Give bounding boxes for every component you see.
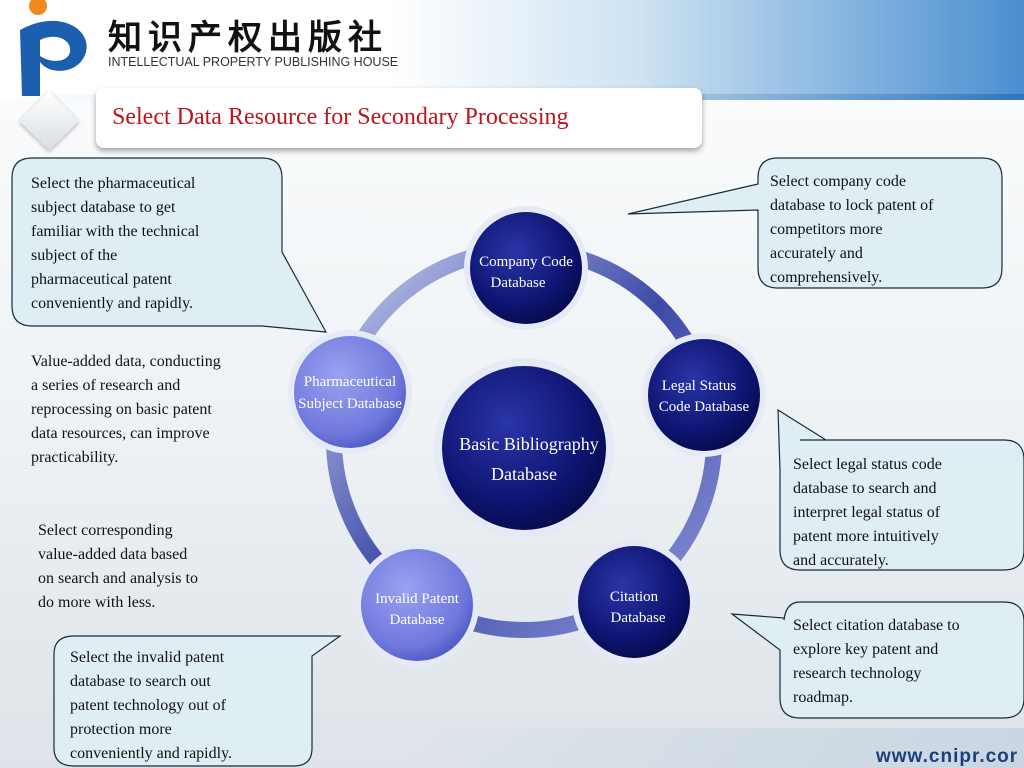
note-value-added-line: Value-added data, conducting [31,353,221,370]
callout-invalid-line: Select the invalid patent [70,649,225,666]
callout-pharma-line: Select the pharmaceutical [31,175,196,192]
svg-text:Database: Database [611,610,666,626]
legal-label-line1: Legal Status [662,378,737,394]
note-select-line: Select corresponding [38,522,173,539]
org-name-en: INTELLECTUAL PROPERTY PUBLISHING HOUSE [108,55,399,69]
node-citation-database [572,540,696,664]
center-label-line1: Basic Bibliography [459,434,598,454]
svg-text:Legal Status: Legal Status [662,378,737,394]
callout-citation-line: Select citation database to [793,617,960,634]
note-value-added: Value-added data, conducting a series of… [31,350,281,470]
callout-invalid-line: conveniently and rapidly. [70,745,233,762]
callout-bubble-citation [729,601,1024,719]
node-company-code-database [464,206,588,330]
svg-text:Database: Database [491,464,557,484]
org-name-cn: 知识产权出版社 [108,20,388,57]
callout-text-citation: Select citation database to explore key … [793,614,1021,710]
callout-text-legal: Select legal status code database to sea… [793,453,1021,573]
callout-legal-line: interpret legal status of [793,504,941,521]
legal-label-line2: Code Database [659,399,750,415]
callout-text-pharma: Select the pharmaceutical subject databa… [31,172,279,316]
callout-text-invalid: Select the invalid patent database to se… [70,646,310,766]
note-value-added-line: practicability. [31,449,119,466]
citation-label-line1: Citation [610,589,659,605]
callout-invalid-line: database to search out [70,673,211,690]
node-basic-bibliography-database [434,358,614,538]
callout-company-line: comprehensively. [770,269,883,286]
node-legal-status-code-database [642,333,766,457]
citation-label-line2: Database [611,610,666,626]
callout-legal-line: patent more intuitively [793,528,939,545]
svg-text:Invalid Patent: Invalid Patent [375,591,460,607]
logo-icon [20,0,87,97]
svg-text:Pharmaceutical: Pharmaceutical [304,374,396,390]
callout-bubble-legal [777,408,1024,571]
footer-url: www.cnipr.cor [876,746,1019,767]
note-select-line: do more with less. [38,594,156,611]
callout-pharma-line: familiar with the technical [31,223,200,240]
callout-bubble-company [627,157,1003,289]
callout-text-company: Select company code database to lock pat… [770,170,1000,290]
callout-legal-line: and accurately. [793,552,889,569]
svg-text:Company Code: Company Code [479,254,573,270]
callout-bubble-pharma [11,157,328,333]
callout-citation-line: explore key patent and [793,641,939,658]
callout-company-line: Select company code [770,173,906,190]
center-label-line2: Database [491,464,557,484]
svg-text:Code Database: Code Database [659,399,750,415]
svg-text:Subject Database: Subject Database [298,396,402,412]
note-select-line: on search and analysis to [38,570,198,587]
callout-legal-line: Select legal status code [793,456,942,473]
callout-company-line: competitors more [770,221,883,238]
svg-text:Basic Bibliography: Basic Bibliography [459,434,598,454]
callout-invalid-line: protection more [70,721,172,738]
callout-invalid-line: patent technology out of [70,697,226,714]
note-select-corresponding: Select corresponding value-added data ba… [38,519,258,615]
svg-text:Citation: Citation [610,589,659,605]
svg-text:Database: Database [390,612,445,628]
title-box: Select Data Resource for Secondary Proce… [96,88,702,148]
callout-bubble-invalid [53,635,342,767]
callout-pharma-line: subject of the [31,247,118,264]
company-label-line2: Database [491,275,546,291]
svg-text:Database: Database [491,275,546,291]
invalid-label-line2: Database [390,612,445,628]
slide-title: Select Data Resource for Secondary Proce… [112,104,569,130]
pharma-label-line2: Subject Database [298,396,402,412]
callout-pharma-line: subject database to get [31,199,176,216]
callout-company-line: database to lock patent of [770,197,934,214]
note-select-line: value-added data based [38,546,188,563]
company-label-line1: Company Code [479,254,573,270]
pharma-label-line1: Pharmaceutical [304,374,396,390]
callout-legal-line: database to search and [793,480,937,497]
node-pharmaceutical-subject-database [288,330,412,454]
note-value-added-line: a series of research and [31,377,181,394]
callout-pharma-line: conveniently and rapidly. [31,295,194,312]
note-value-added-line: reprocessing on basic patent [31,401,212,418]
note-value-added-line: data resources, can improve [31,425,210,442]
callout-company-line: accurately and [770,245,863,262]
node-invalid-patent-database [355,543,479,667]
callout-citation-line: roadmap. [793,689,853,706]
callout-citation-line: research technology [793,665,922,682]
invalid-label-line1: Invalid Patent [375,591,460,607]
callout-pharma-line: pharmaceutical patent [31,271,172,288]
